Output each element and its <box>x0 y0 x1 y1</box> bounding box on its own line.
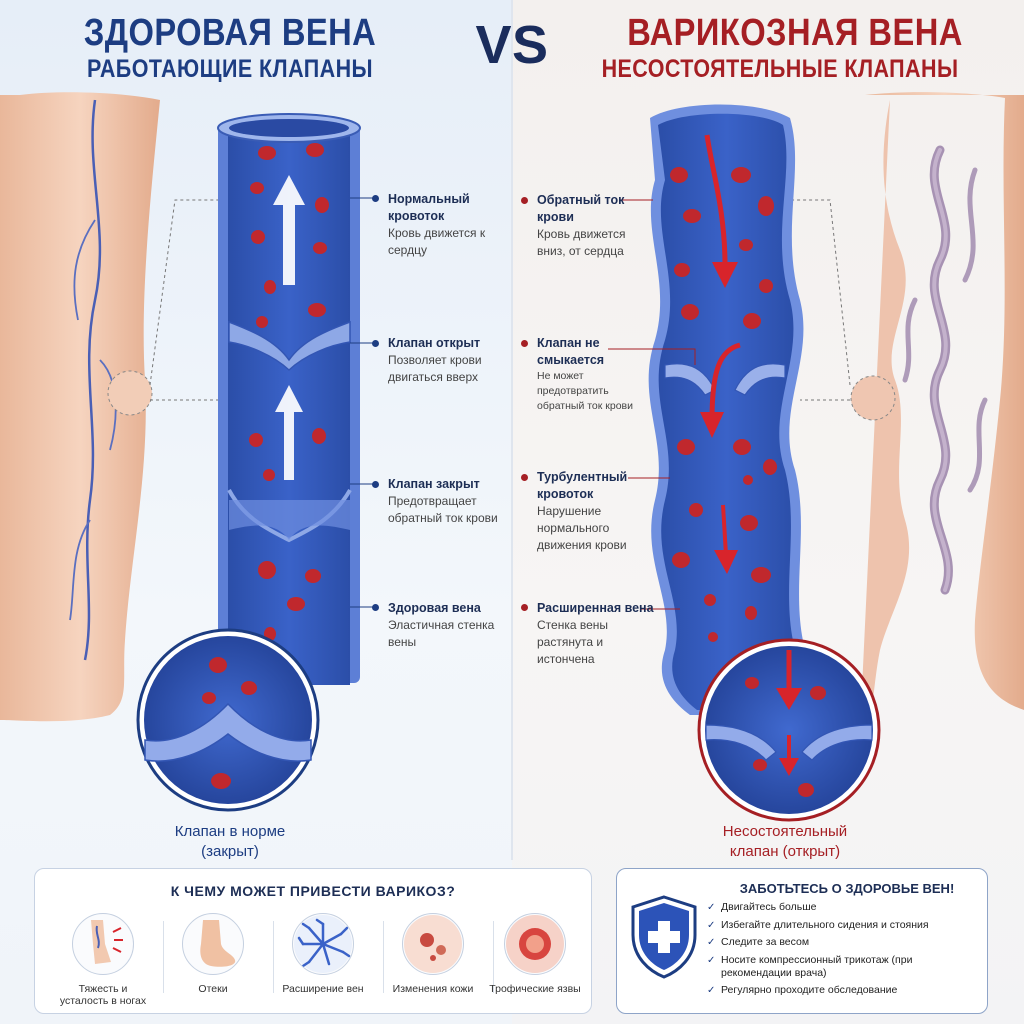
complication-item: Расширение вен <box>273 913 373 995</box>
complication-label: Изменения кожи <box>392 983 474 995</box>
shield-cross-icon <box>631 895 697 979</box>
label-dot <box>372 195 379 202</box>
healthy-lens-caption: Клапан в норме (закрыт) <box>174 823 286 860</box>
vein-care-panel: ЗАБОТЬТЕСЬ О ЗДОРОВЬЕ ВЕН! Двигайтесь бо… <box>616 868 988 1014</box>
healthy-title: ЗДОРОВАЯ ВЕНА <box>83 12 377 54</box>
label-healthy-vein: Здоровая вена Эластичная стенка вены <box>388 600 498 651</box>
varicose-title: ВАРИКОЗНАЯ ВЕНА <box>627 12 963 54</box>
complication-item: Трофические язвы <box>485 913 585 995</box>
label-turbulent-flow: Турбулентный кровоток Нарушение нормальн… <box>537 469 647 554</box>
healthy-vein <box>217 113 361 685</box>
label-heading: Обратный ток крови <box>537 193 625 224</box>
label-desc: Нарушение нормального движения крови <box>537 504 627 552</box>
varicose-subtitle: НЕСОСТОЯТЕЛЬНЫЕ КЛАПАНЫ <box>601 55 959 83</box>
skin-changes-icon <box>402 913 464 975</box>
label-desc: Кровь движется вниз, от сердца <box>537 227 626 258</box>
spider-veins-icon <box>292 913 354 975</box>
vein-care-title: ЗАБОТЬТЕСЬ О ЗДОРОВЬЕ ВЕН! <box>739 881 955 896</box>
label-desc: Позволяет крови двигаться вверх <box>388 353 482 384</box>
label-heading: Клапан закрыт <box>388 477 480 491</box>
varicose-vein <box>648 104 806 715</box>
healthy-valve-lens <box>136 628 320 812</box>
label-dilated-vein: Расширенная вена Стенка вены растянута и… <box>537 600 662 668</box>
center-divider <box>511 0 513 860</box>
label-dot <box>521 340 528 347</box>
vein-care-tips: Двигайтесь больше Избегайте длительного … <box>707 901 982 1002</box>
separator <box>493 921 494 993</box>
label-dot <box>372 604 379 611</box>
label-heading: Клапан открыт <box>388 336 481 350</box>
swollen-foot-icon <box>182 913 244 975</box>
label-dot <box>521 197 528 204</box>
label-desc: Кровь движется к сердцу <box>388 226 486 257</box>
label-desc: Предотвращает обратный ток крови <box>388 494 498 525</box>
complication-label: Отеки <box>198 983 228 995</box>
label-valve-open: Клапан открыт Позволяет крови двигаться … <box>388 335 498 386</box>
tip-item: Носите компрессионный трикотаж (при реко… <box>707 954 982 980</box>
vs-label: VS <box>475 15 549 75</box>
complication-item: Изменения кожи <box>383 913 483 995</box>
complication-label: Трофические язвы <box>489 983 581 995</box>
varicose-valve-lens <box>697 638 881 822</box>
ulcer-icon <box>504 913 566 975</box>
tip-item: Двигайтесь больше <box>707 901 982 914</box>
varicose-lens-caption: Несостоятельный клапан (открыт) <box>722 823 848 860</box>
separator <box>273 921 274 993</box>
complication-item: Тяжесть и усталость в ногах <box>53 913 153 1007</box>
label-heading: Здоровая вена <box>388 601 481 615</box>
separator <box>163 921 164 993</box>
complication-item: Отеки <box>163 913 263 995</box>
label-heading: Клапан не смыкается <box>537 336 605 367</box>
label-reverse-flow: Обратный ток крови Кровь движется вниз, … <box>537 192 647 260</box>
label-normal-flow: Нормальный кровоток Кровь движется к сер… <box>388 191 498 259</box>
healthy-leg <box>0 92 160 722</box>
complications-panel: К ЧЕМУ МОЖЕТ ПРИВЕСТИ ВАРИКОЗ? Тяжесть и… <box>34 868 592 1014</box>
heavy-legs-icon <box>72 913 134 975</box>
label-desc: Стенка вены растянута и истончена <box>537 618 609 666</box>
label-heading: Турбулентный кровоток <box>537 470 628 501</box>
complications-title: К ЧЕМУ МОЖЕТ ПРИВЕСТИ ВАРИКОЗ? <box>170 883 456 899</box>
tip-item: Регулярно проходите обследование <box>707 984 982 997</box>
label-valve-closed: Клапан закрыт Предотвращает обратный ток… <box>388 476 498 527</box>
healthy-subtitle: РАБОТАЮЩИЕ КЛАПАНЫ <box>86 55 374 83</box>
separator <box>383 921 384 993</box>
label-heading: Нормальный кровоток <box>388 192 470 223</box>
tip-item: Избегайте длительного сидения и стояния <box>707 919 982 932</box>
label-desc: Не может предотвратить обратный ток кров… <box>537 370 633 412</box>
complication-label: Тяжесть и усталость в ногах <box>59 983 147 1007</box>
label-dot <box>521 604 528 611</box>
varicose-leg <box>850 92 1024 730</box>
label-dot <box>372 340 379 347</box>
label-dot <box>521 474 528 481</box>
label-desc: Эластичная стенка вены <box>388 618 495 649</box>
label-heading: Расширенная вена <box>537 601 654 615</box>
label-valve-not-closing: Клапан не смыкается Не может предотврати… <box>537 335 657 414</box>
complication-label: Расширение вен <box>282 983 364 995</box>
label-dot <box>372 481 379 488</box>
tip-item: Следите за весом <box>707 936 982 949</box>
